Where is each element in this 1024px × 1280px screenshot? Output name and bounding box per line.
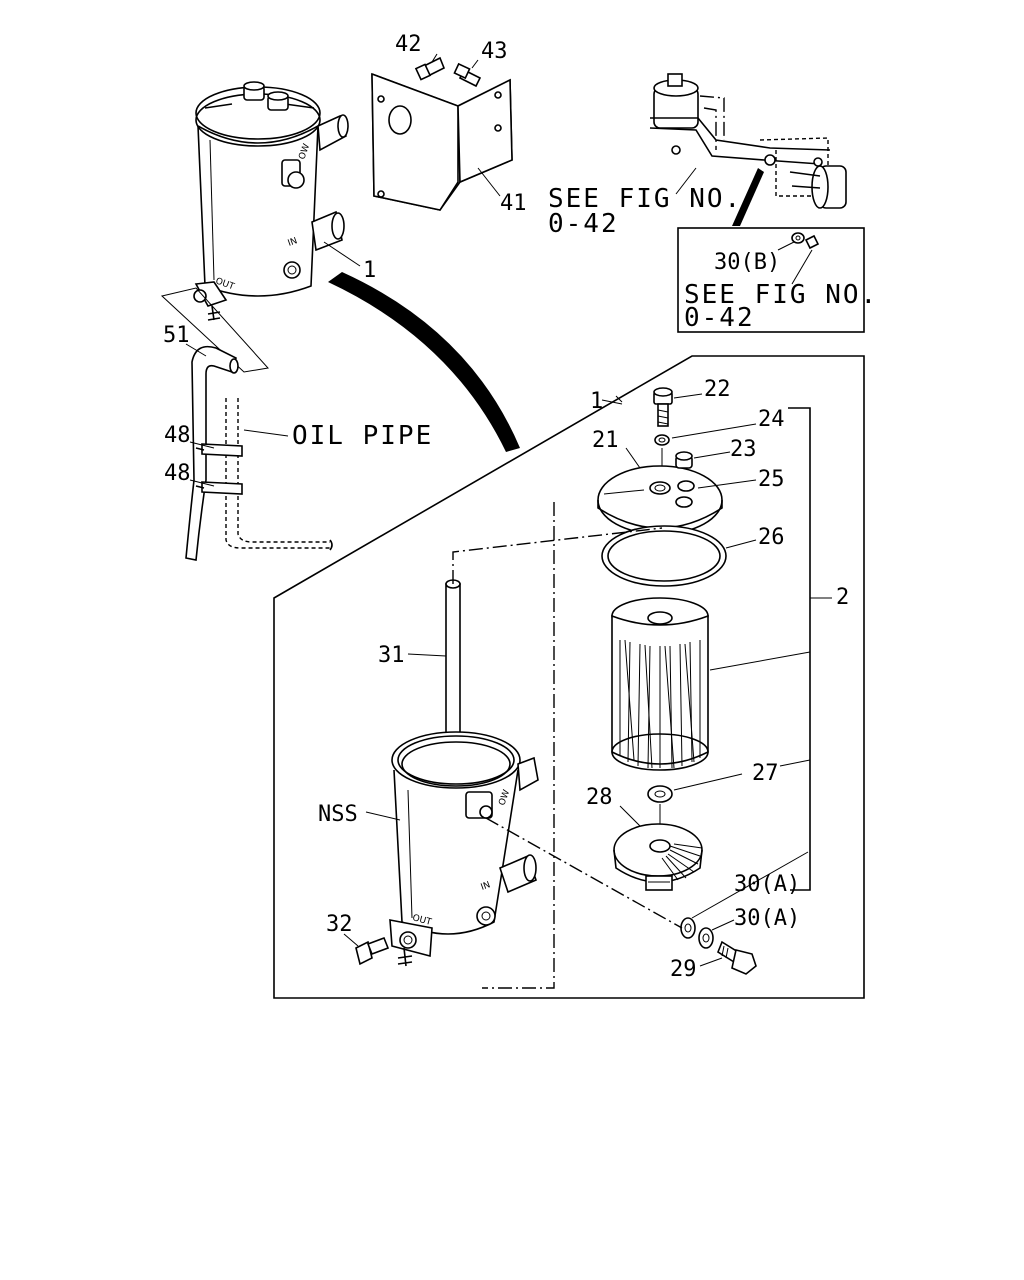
exploded-view-frame [273, 355, 865, 999]
bolt-22 [653, 387, 673, 427]
inset-box [677, 227, 865, 333]
in-marking-nss: IN [480, 880, 492, 893]
inset-parts [777, 232, 820, 285]
reservoir-assembly: IN OUT OW [193, 81, 349, 321]
base-valve-28 [613, 823, 703, 891]
see-fig-inset-line2: 0-42 [684, 303, 755, 333]
mounting-bracket [371, 72, 513, 211]
callout-24: 24 [758, 407, 785, 432]
callout-31: 31 [378, 643, 405, 668]
callout-23: 23 [730, 437, 757, 462]
ow-marking-nss: OW [497, 788, 512, 807]
callout-29: 29 [670, 957, 697, 982]
in-marking: IN [287, 236, 299, 249]
callout-21: 21 [592, 428, 619, 453]
o-ring-26 [601, 525, 727, 587]
out-marking-nss: OUT [411, 913, 433, 928]
reference-view [649, 73, 847, 209]
callout-30a-lower: 30(A) [734, 906, 800, 931]
callout-28: 28 [586, 785, 613, 810]
see-fig-main-line2: 0-42 [548, 209, 619, 239]
callout-41: 41 [500, 191, 527, 216]
see-fig-main-line1: SEE FIG NO. [548, 184, 742, 214]
callout-2: 2 [836, 585, 849, 610]
callout-30b: 30(B) [714, 250, 780, 275]
callout-1-top: 1 [363, 258, 376, 283]
callout-42: 42 [395, 32, 422, 57]
banjo-bolt-29 [717, 940, 757, 975]
bolts-42-43 [414, 56, 482, 88]
callout-22: 22 [704, 377, 731, 402]
callout-nss: NSS [318, 802, 358, 827]
callout-51: 51 [163, 323, 190, 348]
bolt-32 [355, 936, 390, 966]
filter-element [611, 597, 709, 771]
callout-48-upper: 48 [164, 423, 191, 448]
callout-48-lower: 48 [164, 461, 191, 486]
see-fig-inset-line1: SEE FIG NO. [684, 280, 878, 310]
ow-marking: OW [297, 142, 312, 161]
housing-nss: IN OUT OW [389, 731, 539, 967]
oil-pipe-label: OIL PIPE [292, 421, 433, 451]
callout-26: 26 [758, 525, 785, 550]
pointer-arrow [328, 272, 520, 452]
cover-21 [597, 465, 723, 535]
callout-30a-upper: 30(A) [734, 872, 800, 897]
callout-25: 25 [758, 467, 785, 492]
callout-1-box: 1 [590, 389, 603, 414]
callout-43: 43 [481, 39, 508, 64]
callout-27: 27 [752, 761, 779, 786]
callout-32: 32 [326, 912, 353, 937]
